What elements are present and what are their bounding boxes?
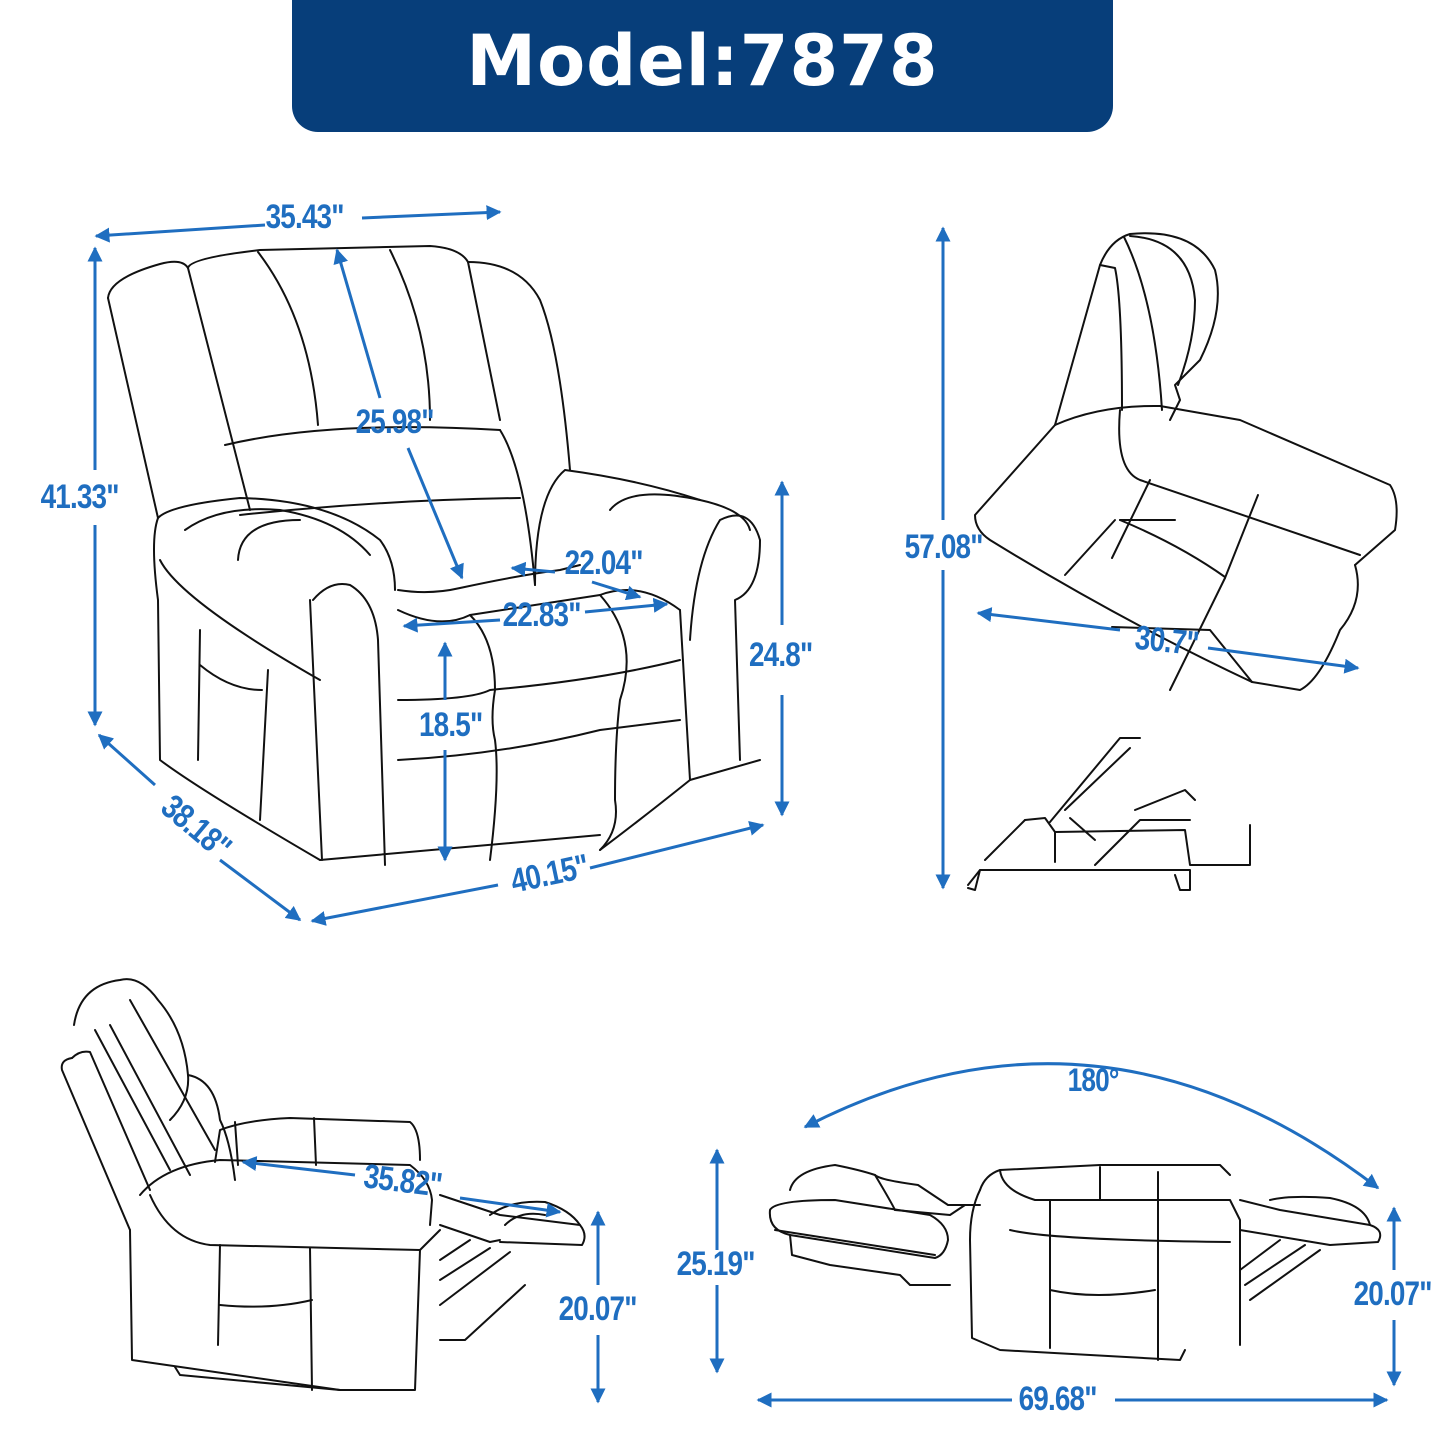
dim-lift-seat-length: 30.7"	[1133, 618, 1201, 664]
model-title: Model:7878	[466, 20, 939, 102]
model-banner: Model:7878	[292, 0, 1113, 132]
dim-backrest-height: 25.98"	[355, 403, 435, 441]
dim-seat-depth: 22.04"	[564, 544, 644, 582]
lift-dimension-arrows	[935, 226, 1360, 890]
dim-seat-width: 22.83"	[502, 596, 582, 634]
dim-overall-width: 35.43"	[265, 198, 345, 236]
dim-total-length: 69.68"	[1018, 1380, 1098, 1418]
recline-side-dimension-arrows	[241, 1156, 606, 1404]
recline-side-outline	[60, 978, 586, 1391]
dim-overall-height: 41.33"	[40, 478, 120, 516]
dim-arm-height: 24.8"	[748, 636, 813, 674]
dim-side-footrest-height: 20.07"	[558, 1290, 638, 1328]
front-dimension-arrows	[87, 205, 790, 926]
front-chair-outline	[107, 245, 761, 866]
dim-recline-angle: 180°	[1067, 1062, 1120, 1098]
dim-seat-height: 18.5"	[418, 706, 483, 744]
dim-recline-footrest-height: 20.07"	[1353, 1275, 1433, 1313]
full-recline-dimension-arrows	[709, 1062, 1402, 1408]
dim-recline-height: 25.19"	[676, 1245, 756, 1283]
lift-chair-outline	[967, 232, 1398, 891]
dim-lift-height: 57.08"	[904, 528, 984, 566]
full-recline-outline	[768, 1164, 1382, 1361]
